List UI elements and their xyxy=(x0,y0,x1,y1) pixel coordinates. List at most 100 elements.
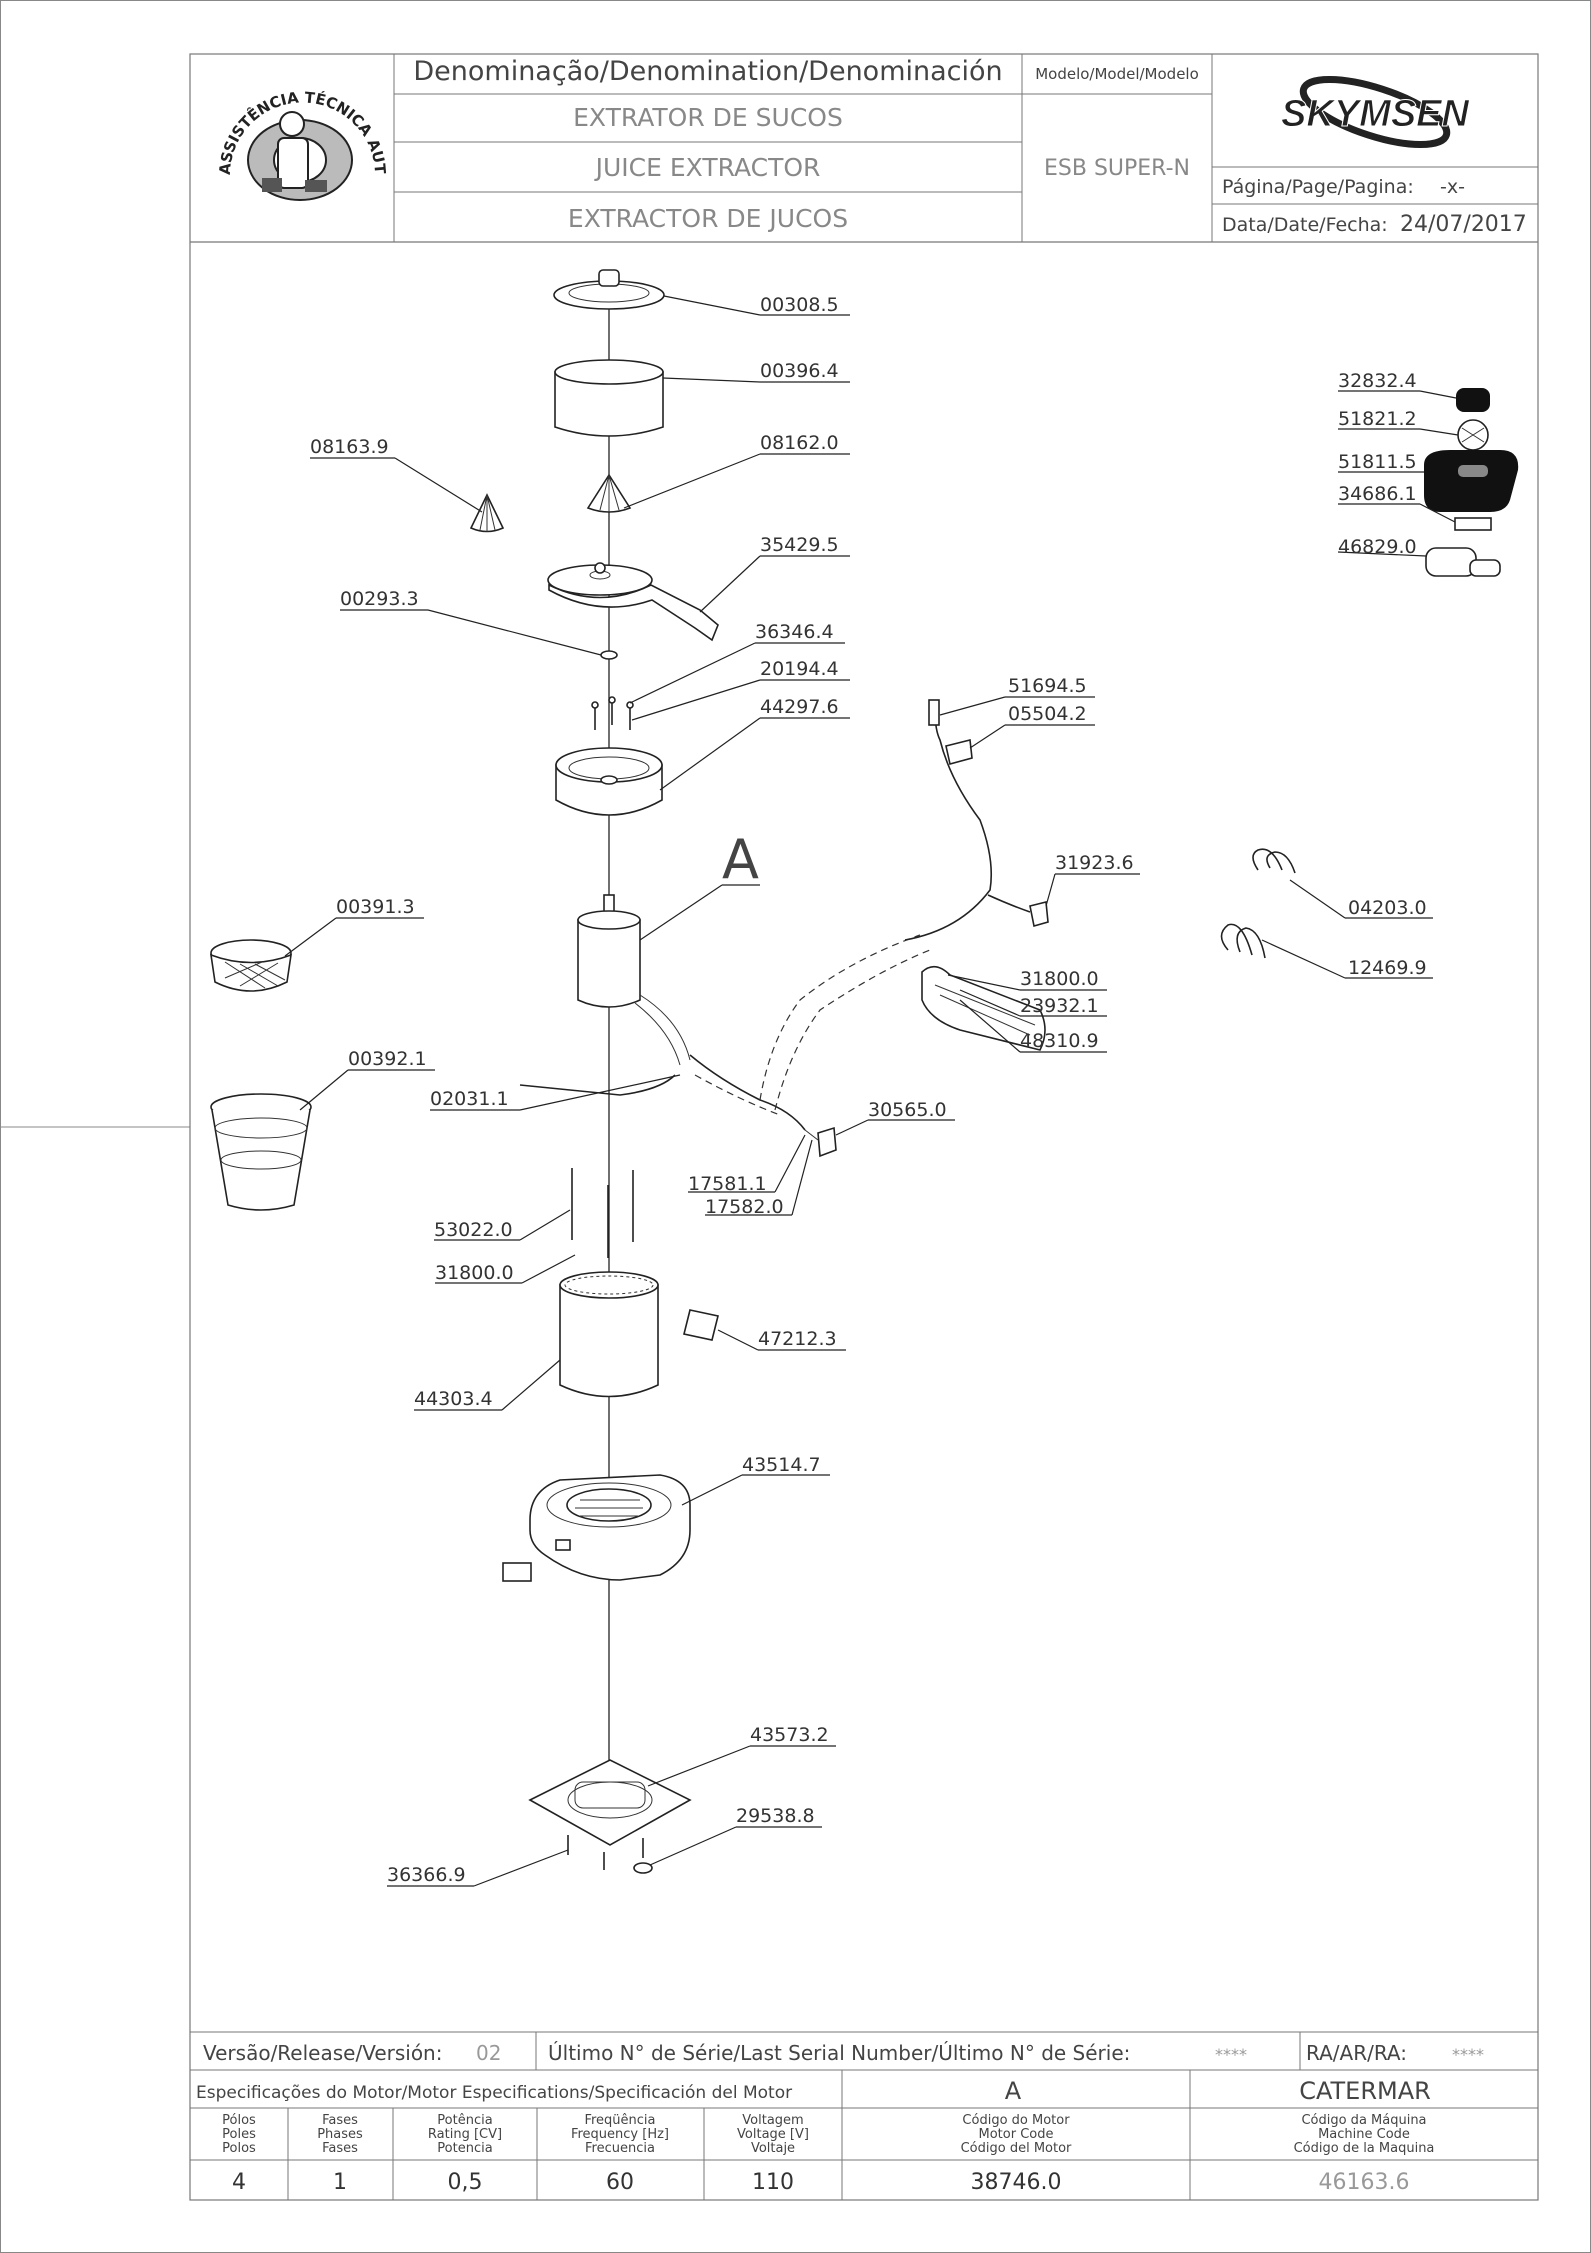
callout-12469.9: 12469.9 xyxy=(1261,939,1433,979)
callout-label: 08163.9 xyxy=(310,436,389,458)
callout-label: 05504.2 xyxy=(1008,703,1087,725)
callout-31923.6: 31923.6 xyxy=(1045,852,1140,907)
callout-47212.3: 47212.3 xyxy=(717,1328,846,1351)
filter-basket-part xyxy=(210,939,292,992)
callout-label: 43573.2 xyxy=(750,1724,829,1746)
callout-00293.3: 00293.3 xyxy=(340,588,602,656)
callout-label: 36366.9 xyxy=(387,1864,466,1886)
spec-column-header: Voltage [V] xyxy=(737,2127,809,2142)
callout-00308.5: 00308.5 xyxy=(663,294,850,316)
brand-name: SKYMSEN xyxy=(1281,93,1470,135)
front-panel-part xyxy=(1424,450,1519,512)
callout-36346.4: 36346.4 xyxy=(629,621,845,704)
callout-label: 36346.4 xyxy=(755,621,834,643)
motor-housing-top-part xyxy=(555,747,663,816)
ra-value: **** xyxy=(1452,2045,1484,2064)
callout-17581.1: 17581.1 xyxy=(688,1134,806,1195)
super-badge-part xyxy=(1425,547,1501,577)
spec-column-header: Phases xyxy=(317,2127,363,2142)
callout-motor-A: A xyxy=(639,828,760,941)
spec-column-header: Potencia xyxy=(437,2141,492,2156)
spec-column-header: Código de la Maquina xyxy=(1294,2141,1435,2156)
callout-label: 44303.4 xyxy=(414,1388,493,1410)
callout-02031.1: 02031.1 xyxy=(430,1074,681,1111)
name-english: JUICE EXTRACTOR xyxy=(594,153,821,182)
callout-label: 12469.9 xyxy=(1348,957,1427,979)
callout-44303.4: 44303.4 xyxy=(414,1359,561,1411)
callout-43514.7: 43514.7 xyxy=(681,1454,830,1506)
spec-column-header: Poles xyxy=(222,2127,256,2142)
callout-51811.5: 51811.5 xyxy=(1338,451,1424,473)
callout-51821.2: 51821.2 xyxy=(1338,408,1459,436)
callout-32832.4: 32832.4 xyxy=(1338,370,1457,399)
spec-column-value: 0,5 xyxy=(448,2170,483,2195)
callout-label: 31800.0 xyxy=(1020,968,1099,990)
serial-label: Último N° de Série/Last Serial Number/Úl… xyxy=(548,2041,1130,2065)
spec-column-header: Frequency [Hz] xyxy=(571,2127,669,2142)
callout-label: 31800.0 xyxy=(435,1262,514,1284)
spec-column-header: Rating [CV] xyxy=(428,2127,502,2142)
callout-31800.0-stator: 31800.0 xyxy=(435,1254,576,1284)
callout-23932.1: 23932.1 xyxy=(959,989,1107,1017)
label-sticker-part xyxy=(683,1309,719,1341)
callout-04203.0: 04203.0 xyxy=(1289,879,1433,919)
callout-label: 30565.0 xyxy=(868,1099,947,1121)
callout-17582.0: 17582.0 xyxy=(705,1139,813,1218)
callout-43573.2: 43573.2 xyxy=(647,1724,836,1787)
spec-column-header: Fases xyxy=(322,2141,358,2156)
panel-label-part xyxy=(1454,517,1492,531)
callout-08162.0: 08162.0 xyxy=(623,432,850,509)
maker-name: CATERMAR xyxy=(1299,2077,1431,2105)
spec-column-header: Código da Máquina xyxy=(1301,2113,1426,2128)
stator-part xyxy=(559,1271,659,1398)
motor-part xyxy=(577,894,691,1066)
callout-label: 08162.0 xyxy=(760,432,839,454)
footer-specs-table: Versão/Release/Versión: 02 Último N° de … xyxy=(190,2031,1538,2200)
callout-label: 35429.5 xyxy=(760,534,839,556)
callout-36366.9: 36366.9 xyxy=(387,1849,569,1887)
callout-48310.9: 48310.9 xyxy=(959,999,1107,1053)
callout-label: 51821.2 xyxy=(1338,408,1417,430)
spec-column-value: 4 xyxy=(232,2170,246,2195)
spec-column-value: 60 xyxy=(606,2170,634,2195)
callout-00396.4: 00396.4 xyxy=(662,360,850,383)
callout-00391.3: 00391.3 xyxy=(284,896,424,957)
spec-column-header: Frecuencia xyxy=(585,2141,655,2156)
callout-label: 51811.5 xyxy=(1338,451,1417,473)
spec-column-header: Potência xyxy=(437,2113,492,2128)
lid-part xyxy=(553,269,665,310)
callout-51694.5: 51694.5 xyxy=(939,675,1095,716)
callout-label: 04203.0 xyxy=(1348,897,1427,919)
spec-column-header: Machine Code xyxy=(1318,2127,1410,2142)
callout-label: 02031.1 xyxy=(430,1088,509,1110)
model-value: ESB SUPER-N xyxy=(1044,156,1190,181)
callout-label: 00308.5 xyxy=(760,294,839,316)
callout-35429.5: 35429.5 xyxy=(699,534,850,613)
spec-column-header: Polos xyxy=(222,2141,256,2156)
callout-label: 53022.0 xyxy=(434,1219,513,1241)
callout-31800.0-top: 31800.0 xyxy=(947,968,1107,991)
denomination-title: Denominação/Denomination/Denominación xyxy=(413,56,1002,87)
spec-column-header: Fases xyxy=(322,2113,358,2128)
callout-label: 20194.4 xyxy=(760,658,839,680)
motor-spec-columns: PólosPolesPolos4FasesPhasesFases1Potênci… xyxy=(222,2113,1434,2195)
spec-column-header: Motor Code xyxy=(979,2127,1054,2142)
title-block: Denominação/Denomination/Denominación EX… xyxy=(0,0,1538,243)
spec-column-value: 46163.6 xyxy=(1319,2170,1410,2195)
callout-label: 00391.3 xyxy=(336,896,415,918)
callout-label: 47212.3 xyxy=(758,1328,837,1350)
reamer-cone-part xyxy=(586,473,632,513)
callout-label: 44297.6 xyxy=(760,696,839,718)
motor-spec-title: Especificações do Motor/Motor Especifica… xyxy=(196,2083,792,2103)
collector-cup-part xyxy=(554,359,664,437)
cable-cover-part xyxy=(921,965,1046,1051)
callout-46829.0: 46829.0 xyxy=(1337,536,1427,558)
callout-08163.9: 08163.9 xyxy=(310,436,483,513)
name-spanish: EXTRACTOR DE JUCOS xyxy=(568,204,848,233)
callout-label: 46829.0 xyxy=(1338,536,1417,558)
strainer-bowl-part xyxy=(547,562,719,642)
callout-05504.2: 05504.2 xyxy=(969,703,1095,749)
bottom-plate-part xyxy=(528,1759,692,1846)
version-label: Versão/Release/Versión: xyxy=(203,2041,442,2065)
